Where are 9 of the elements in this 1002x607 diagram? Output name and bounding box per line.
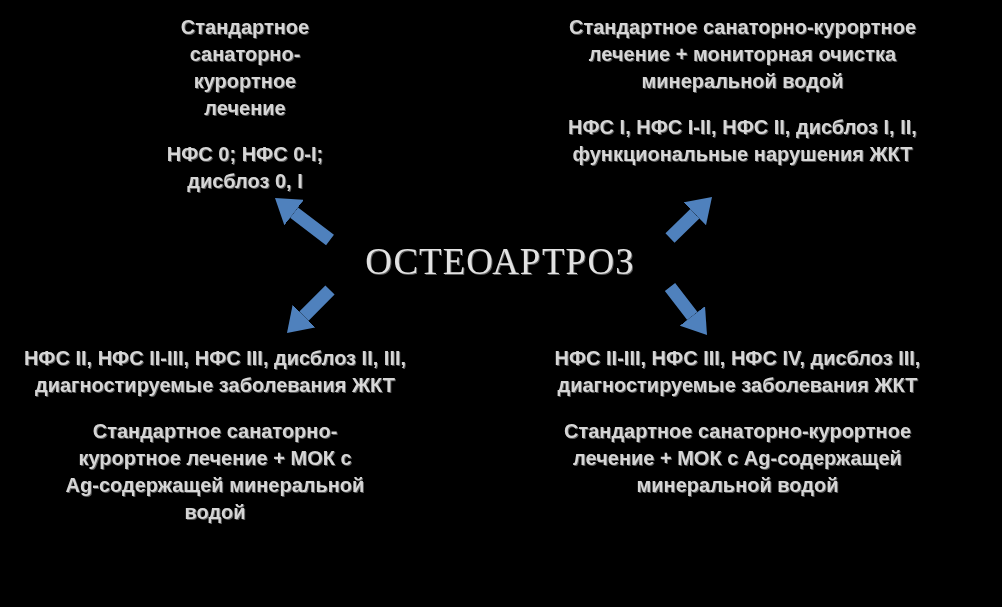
treatment-text: Стандартное санаторно-курортное лечение + МОК с Ag-содержащей минеральной водой [64,419,366,525]
treatment-text: Стандартное санаторно-курортное лечение + мониторная очистка минеральной водой [567,15,918,94]
criteria-text: НФС II-III, НФС III, НФС IV, дисблоз III, диагностируемые заболевания ЖКТ [553,346,922,398]
criteria-text: НФС 0; НФС 0-I; дисблоз 0, I [165,142,325,194]
treatment-text: Стандартное санаторно-курортное лечение + МОК с Ag-содержащей минеральной водой [562,419,913,498]
criteria-text: НФС I, НФС I-II, НФС II, дисблоз I, II, функциональные нарушения ЖКТ [567,115,918,167]
diagnosis-heading: ОСТЕОАРТРОЗ [365,240,635,284]
treatment-text: Стандартное санаторно-курортное лечение [179,15,311,121]
criteria-text: НФС II, НФС II-III, НФС III, дисблоз II, III, диагностируемые заболевания ЖКТ [22,346,408,398]
